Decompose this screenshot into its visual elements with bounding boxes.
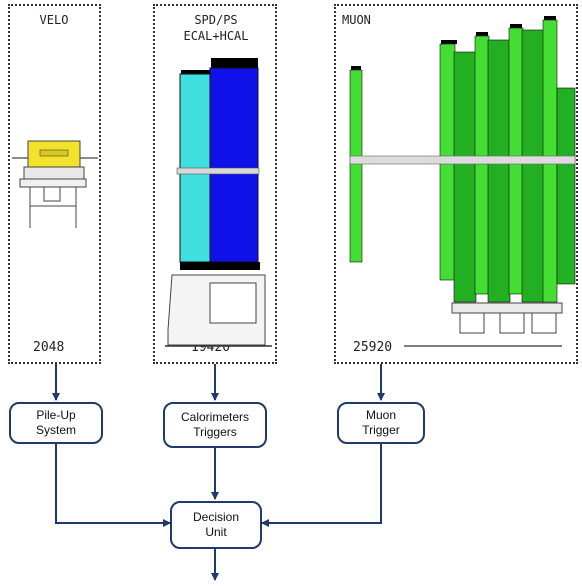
calo-box-line2: Triggers	[193, 425, 237, 439]
pileup-line2: System	[35, 423, 76, 437]
muon-box-line1: Muon	[365, 408, 396, 422]
pileup-line1: Pile-Up	[36, 408, 76, 422]
calo-detector-drawing	[165, 58, 272, 347]
velo-detector-drawing	[12, 140, 98, 228]
calo-box-line1: Calorimeters	[180, 410, 249, 424]
velo-count: 2048	[33, 340, 65, 355]
decision-line2: Unit	[205, 525, 227, 539]
decision-line1: Decision	[192, 510, 240, 524]
velo-title: VELO	[39, 13, 69, 27]
muon-title: MUON	[342, 13, 371, 27]
muon-count: 25920	[353, 340, 393, 355]
connectors	[52, 364, 385, 581]
muon-detector-drawing	[349, 16, 576, 347]
calo-title-line1: SPD/PS	[194, 13, 238, 27]
muon-box-line2: Trigger	[362, 423, 400, 437]
calo-title-line2: ECAL+HCAL	[183, 29, 249, 43]
